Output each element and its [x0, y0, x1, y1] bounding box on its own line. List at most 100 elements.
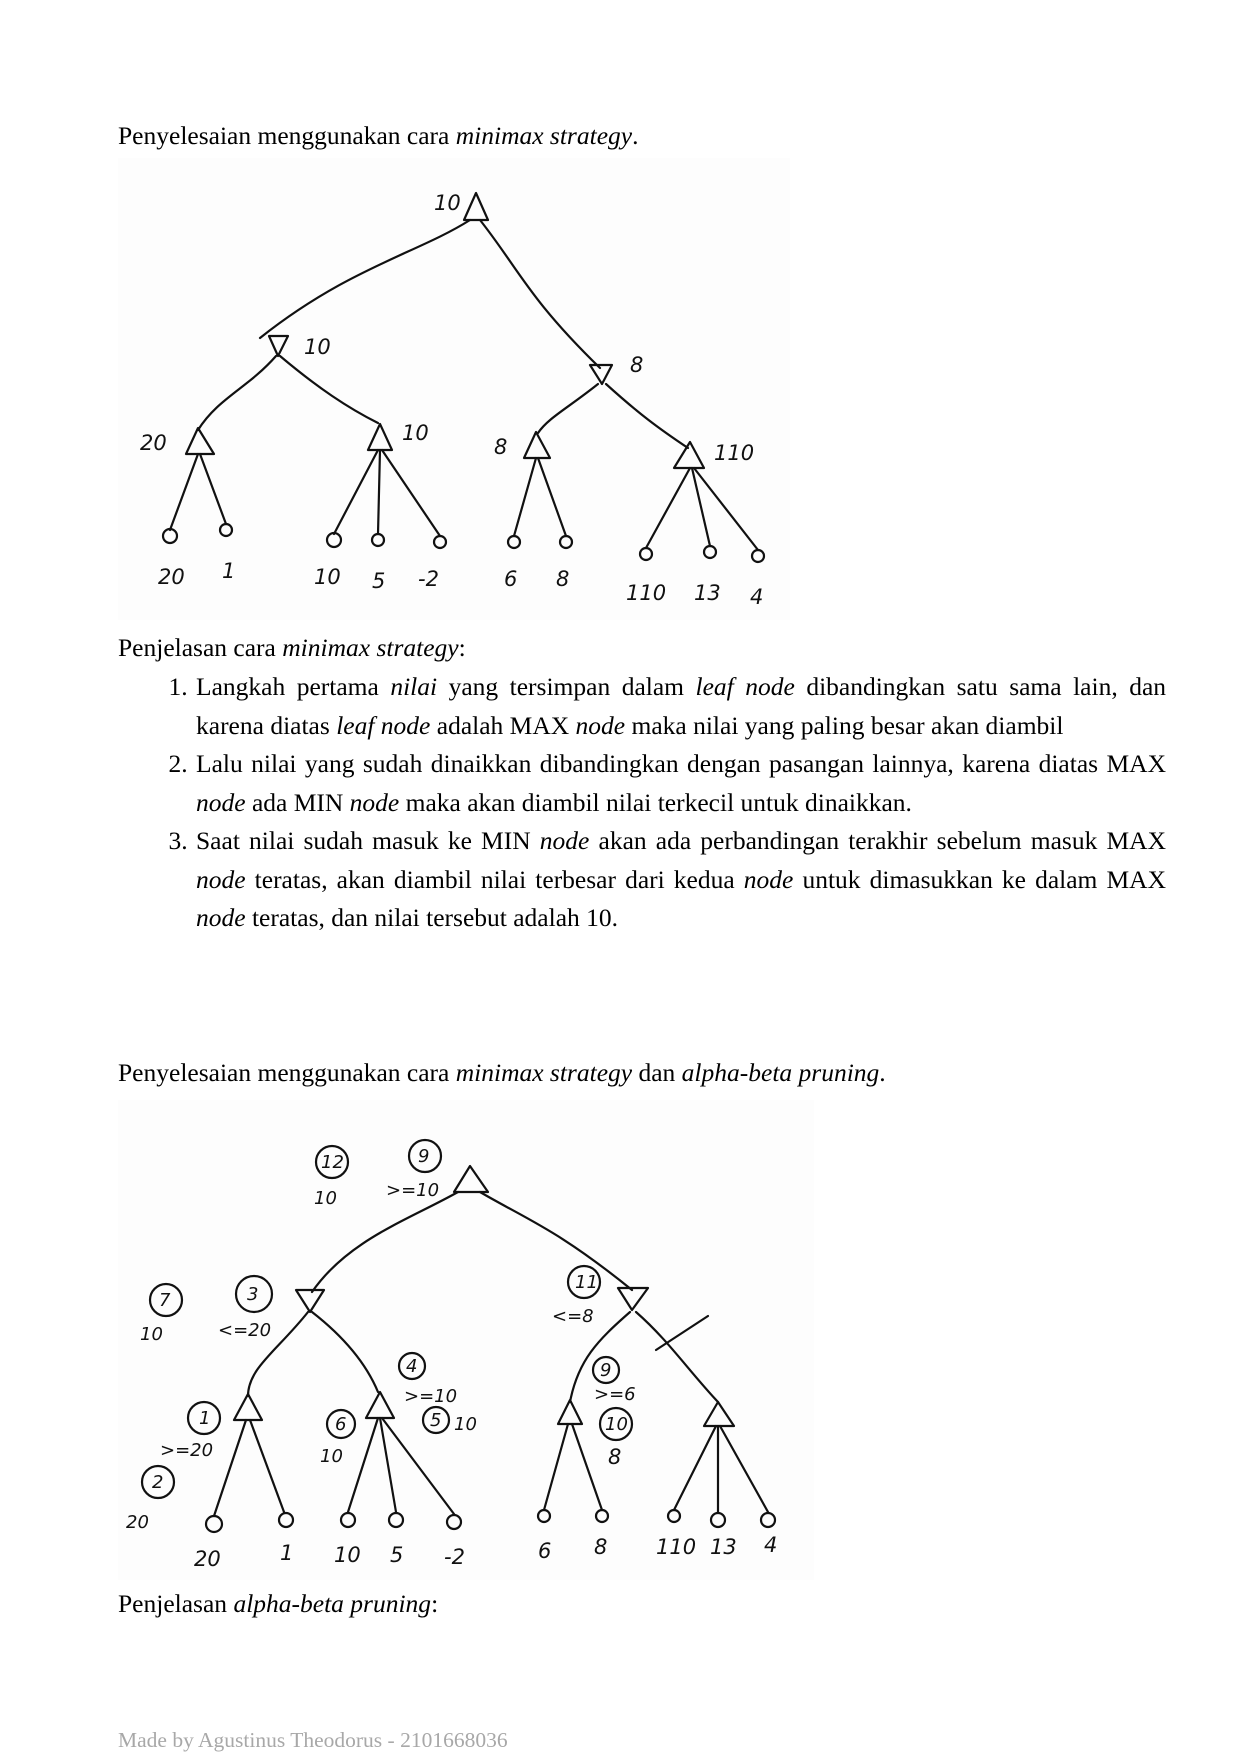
edge	[378, 1416, 398, 1514]
edge	[198, 452, 228, 526]
leaf-value: 13	[710, 1535, 737, 1559]
leaf-value: 6	[504, 567, 517, 591]
leaf-node	[445, 1513, 463, 1531]
minimax-steps-list: Langkah pertama nilai yang tersimpan dal…	[150, 668, 1166, 938]
root-annotation: 12	[321, 1152, 344, 1173]
leaf-value: 20	[194, 1547, 221, 1571]
leaf-node	[387, 1511, 405, 1529]
leaf-value: 1	[280, 1541, 293, 1565]
leaf-node	[666, 1508, 682, 1524]
minimax-tree-svg: 10 10 8 20 10 8 110	[140, 191, 766, 609]
leaf-node	[638, 546, 654, 562]
section2-intro: Penyelesaian menggunakan cara minimax st…	[118, 1058, 886, 1087]
leaf-node	[594, 1508, 610, 1524]
min-right-annotation: 11	[575, 1272, 598, 1293]
step-circle	[325, 1408, 357, 1440]
edge	[478, 218, 602, 370]
edge	[536, 456, 568, 538]
leaf-value: -2	[418, 567, 439, 591]
max-node-2	[364, 1390, 396, 1420]
min-node-left	[267, 334, 290, 358]
edge	[376, 448, 382, 536]
step-text: node	[349, 787, 400, 817]
leaf-value: 5	[372, 569, 385, 593]
step-text: teratas, dan nilai tersebut adalah 10.	[245, 903, 619, 932]
min-left-annotation: 3	[247, 1284, 258, 1305]
step-circle	[421, 1405, 451, 1435]
edge	[718, 1424, 770, 1514]
edge	[258, 218, 472, 340]
step-circle	[566, 1264, 602, 1300]
max2-annotation: 6	[335, 1414, 346, 1435]
leaf-value: 4	[764, 1533, 777, 1557]
leaf-value: 8	[594, 1535, 607, 1559]
edge	[692, 466, 760, 552]
max-node-4	[672, 440, 706, 470]
min-left-annotation: <=20	[218, 1320, 271, 1341]
max-node-1	[232, 1392, 264, 1422]
min-node-left	[294, 1288, 326, 1314]
pruned-branch-mark	[654, 1314, 710, 1352]
edge	[536, 382, 600, 435]
max2-annotation: 4	[406, 1356, 417, 1377]
step-text: untuk dimasukkan ke dalam MAX	[793, 864, 1166, 894]
minimax-tree-figure: 10 10 8 20 10 8 110	[118, 158, 790, 620]
min-left-annotation: 10	[140, 1324, 163, 1345]
edge	[542, 1422, 570, 1512]
max4-value: 110	[714, 441, 754, 465]
leaf-value: 13	[694, 581, 721, 605]
edge	[604, 382, 690, 450]
leaf-node	[161, 527, 179, 545]
max3-annotation: 9	[600, 1360, 611, 1381]
step-text: node	[196, 787, 246, 817]
step-text: yang tersimpan dalam	[437, 672, 696, 701]
max1-annotation: >=20	[160, 1440, 213, 1461]
step-text: adalah MAX	[430, 710, 576, 740]
step-text: ada MIN	[245, 787, 350, 817]
step-text: node	[539, 826, 590, 855]
max2-annotation: 10	[454, 1414, 477, 1435]
leaf-node	[709, 1511, 727, 1529]
leaf-node	[506, 534, 522, 550]
edge	[690, 466, 712, 548]
step-text: node	[196, 903, 246, 932]
step-text: Saat nilai sudah masuk ke MIN	[196, 826, 540, 855]
step-item: Lalu nilai yang sudah dinaikkan dibandin…	[194, 745, 1166, 822]
leaf-node	[432, 534, 448, 550]
leaf-value: 8	[556, 567, 569, 591]
edge	[380, 1416, 456, 1516]
edge	[248, 1418, 286, 1514]
step-text: node	[575, 710, 626, 740]
leaf-value: 5	[390, 1543, 403, 1567]
step-circle	[397, 1351, 427, 1381]
edge	[380, 448, 442, 538]
step-text: leaf node	[695, 672, 795, 701]
leaf-value: -2	[444, 1545, 465, 1569]
max2-annotation: >=10	[404, 1386, 457, 1407]
max1-annotation: 1	[199, 1408, 210, 1429]
step-text: node	[743, 864, 794, 894]
leaf-node	[750, 548, 766, 564]
max2-annotation: 10	[320, 1446, 343, 1467]
edge	[332, 448, 380, 536]
leaf-node	[325, 531, 343, 549]
step-text: node	[196, 864, 246, 894]
leaf-node	[558, 534, 574, 550]
min-left-annotation: 7	[159, 1290, 171, 1311]
leaf-node	[339, 1511, 357, 1529]
leaf-node	[759, 1511, 777, 1529]
step-circle	[407, 1138, 443, 1174]
explanation2-heading: Penjelasan alpha-beta pruning:	[118, 1589, 439, 1618]
step-circle	[234, 1274, 274, 1314]
step-circle	[591, 1355, 621, 1385]
edge	[478, 1190, 634, 1292]
step-circle	[186, 1400, 222, 1436]
max3-value: 8	[494, 435, 507, 459]
min-right-value: 8	[630, 353, 643, 377]
edge	[512, 456, 538, 538]
step-text: Lalu nilai yang sudah dinaikkan dibandin…	[196, 749, 1166, 778]
max1-value: 20	[140, 431, 167, 455]
edge	[310, 1190, 460, 1294]
min-node-right	[588, 363, 614, 386]
max3-annotation: 8	[608, 1445, 621, 1469]
